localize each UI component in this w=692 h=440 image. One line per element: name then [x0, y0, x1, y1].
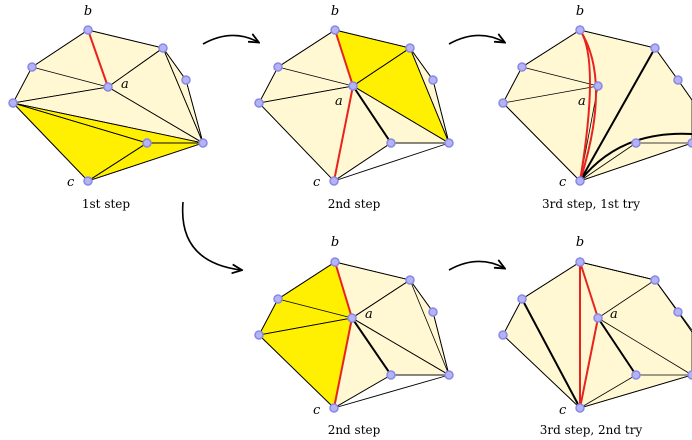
label-b: b	[331, 235, 339, 250]
label-a: a	[335, 94, 343, 109]
vertex-a	[593, 81, 603, 91]
vertex	[254, 98, 264, 108]
flip-edge-ac	[333, 85, 354, 182]
flip-edge-ab	[579, 261, 599, 319]
vertex	[158, 43, 168, 53]
vertex-b	[330, 257, 340, 267]
panel-3rd-step-1st-try: b a c 3rd step, 1st try	[498, 4, 692, 211]
edges	[502, 261, 692, 409]
flip-edge-ab	[334, 261, 353, 319]
caption-2nd-step: 2nd step	[328, 197, 381, 211]
vertex	[428, 307, 438, 317]
vertex	[631, 138, 641, 148]
vertex	[273, 294, 283, 304]
triangulation-faces	[11, 29, 204, 182]
vertices	[254, 257, 454, 413]
vertex	[673, 307, 683, 317]
vertex-b	[330, 25, 340, 35]
vertex-b	[575, 257, 585, 267]
flip-edge-ab	[87, 29, 109, 88]
caption-3rd-step-2nd-try: 3rd step, 2nd try	[540, 423, 643, 437]
vertex-b	[575, 25, 585, 35]
vertex	[405, 43, 415, 53]
caption-1st-step: 1st step	[82, 197, 131, 211]
edges	[12, 29, 204, 182]
vertex	[254, 330, 264, 340]
triangulation-faces	[258, 261, 451, 409]
label-c: c	[67, 175, 75, 190]
flip-edge-ab	[334, 29, 354, 87]
label-c: c	[313, 175, 321, 190]
vertex	[650, 275, 660, 285]
vertex-c	[329, 176, 339, 186]
panel-1st-step: b a c 1st step	[8, 4, 208, 211]
label-c: c	[313, 403, 321, 418]
label-a: a	[121, 77, 129, 92]
vertex	[142, 138, 152, 148]
edges	[502, 29, 692, 182]
caption-3rd-step-1st-try: 3rd step, 1st try	[542, 197, 640, 211]
vertex	[444, 370, 454, 380]
triangulation-faces	[258, 29, 451, 182]
label-b: b	[576, 235, 584, 250]
edges	[258, 29, 450, 182]
triangulation-faces	[502, 261, 692, 409]
vertex	[8, 98, 18, 108]
label-a: a	[578, 94, 586, 109]
vertex-b	[83, 25, 93, 35]
vertex	[405, 275, 415, 285]
arrow-step2-to-step3-icon	[448, 35, 504, 45]
vertex	[631, 370, 641, 380]
label-b: b	[331, 4, 339, 19]
vertex	[498, 330, 508, 340]
vertex	[650, 43, 660, 53]
vertex-a	[103, 82, 113, 92]
vertex-a	[347, 313, 357, 323]
vertex-a	[348, 81, 358, 91]
vertices	[8, 25, 208, 186]
label-c: c	[559, 175, 567, 190]
vertex	[444, 138, 454, 148]
vertex	[687, 370, 692, 380]
caption-2nd-step: 2nd step	[328, 423, 381, 437]
panel-3rd-step-2nd-try: b a c 3rd step, 2nd try	[498, 235, 692, 437]
vertex	[517, 294, 527, 304]
flip-edge-ac	[333, 317, 353, 409]
vertex	[687, 138, 692, 148]
label-a: a	[610, 307, 618, 322]
vertex	[428, 75, 438, 85]
flip-edge-curve-inner	[579, 29, 591, 182]
vertices	[254, 25, 454, 186]
vertex	[27, 62, 37, 72]
panel-2nd-step-top: b a c 2nd step	[254, 4, 454, 211]
vertex	[517, 62, 527, 72]
arrow-step1-to-step2-icon	[202, 35, 258, 45]
transition-arrows	[181, 35, 504, 271]
triangulation-faces	[502, 29, 692, 182]
flip-edge-ac	[579, 317, 599, 409]
label-c: c	[559, 403, 567, 418]
vertex-c	[575, 176, 585, 186]
vertex	[498, 98, 508, 108]
vertex-c	[329, 403, 339, 413]
vertex	[181, 75, 191, 85]
vertices	[498, 257, 692, 413]
label-b: b	[84, 4, 92, 19]
vertex	[198, 138, 208, 148]
vertex-a	[593, 313, 603, 323]
vertex-c	[83, 176, 93, 186]
vertex	[386, 138, 396, 148]
vertex-c	[575, 403, 585, 413]
panel-2nd-step-bottom: b a c 2nd step	[254, 235, 454, 437]
arrow-step2-to-step3-alt-icon	[448, 261, 504, 271]
label-b: b	[576, 4, 584, 19]
arrow-step1-to-step2-alt-icon	[181, 201, 241, 270]
vertex	[273, 62, 283, 72]
edges	[258, 261, 450, 409]
vertices	[498, 25, 692, 186]
vertex	[386, 370, 396, 380]
label-a: a	[365, 307, 373, 322]
vertex	[673, 75, 683, 85]
